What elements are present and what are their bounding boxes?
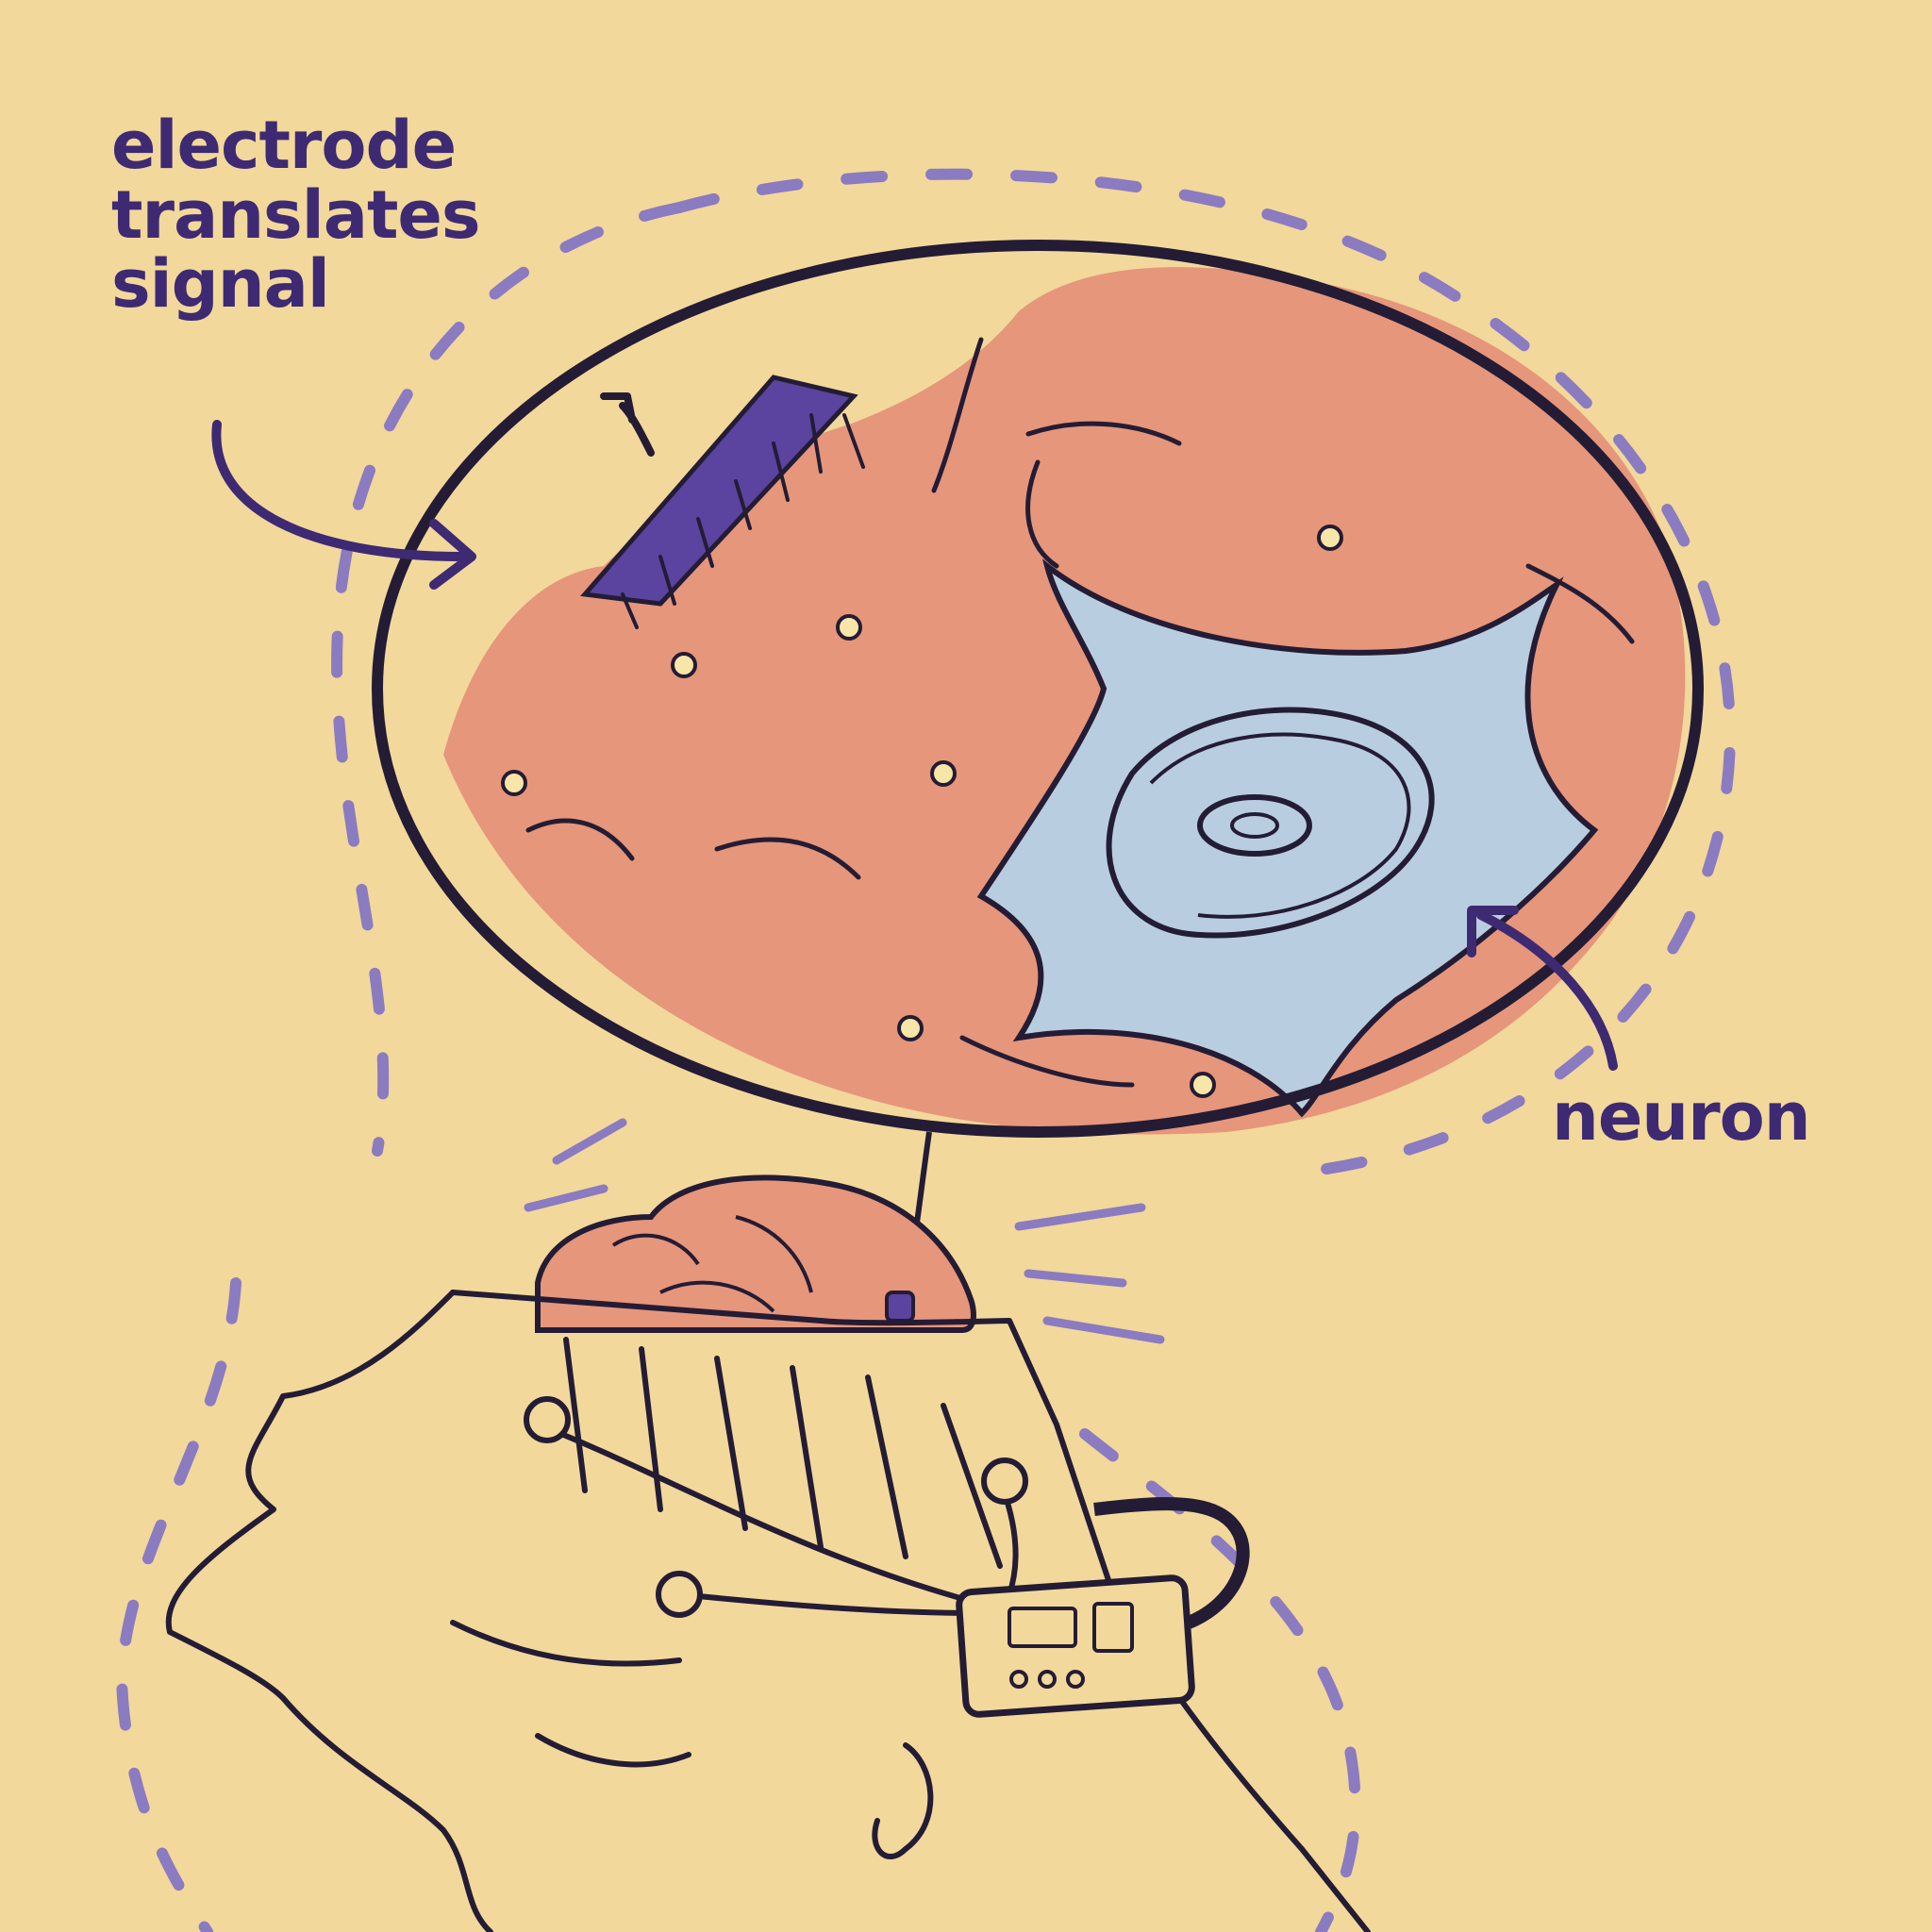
- electrode-pins: [621, 413, 865, 629]
- tissue-folds: [525, 337, 1635, 1088]
- pore: [897, 1015, 924, 1041]
- pore: [1190, 1072, 1216, 1098]
- motion-lines: [524, 1118, 1165, 1344]
- magnifier-frame: [372, 240, 1704, 1138]
- brain-folds: [611, 1215, 813, 1313]
- electrode-label-line: signal: [111, 245, 330, 323]
- eyebrow: [450, 1620, 682, 1667]
- electrode-implant: [580, 375, 865, 629]
- neuron-nucleus: [1197, 794, 1312, 857]
- brain: [535, 1174, 976, 1333]
- sensor-node: [981, 1457, 1028, 1505]
- face-profile: [280, 1695, 493, 1932]
- signal-arrow-icon: [600, 392, 655, 457]
- neuron-nucleolus: [1230, 812, 1279, 839]
- electrode-label-line: translates: [111, 175, 481, 254]
- pore: [501, 770, 527, 796]
- implant-chip: [885, 1291, 915, 1323]
- hair-left: [165, 1290, 456, 1701]
- headband-cable: [536, 1422, 1019, 1616]
- sensor-node: [656, 1571, 703, 1618]
- neuron-membrane-inner: [1149, 732, 1411, 919]
- pore: [836, 614, 862, 641]
- device-details: [1008, 1602, 1134, 1689]
- ear: [872, 1742, 934, 1859]
- pore: [671, 652, 697, 678]
- tissue-pores: [501, 525, 1343, 1098]
- device-strap: [1093, 1497, 1250, 1629]
- neuron-label: neuron: [1552, 1078, 1811, 1156]
- sensor-node: [524, 1396, 571, 1443]
- neuron-cell: [976, 558, 1599, 1118]
- magnified-tissue: [443, 267, 1686, 1135]
- neuron-membrane: [1106, 707, 1435, 939]
- eye-closed: [535, 1733, 691, 1768]
- pore: [930, 760, 957, 787]
- pore: [1317, 525, 1343, 551]
- curved-arrow-icon: [211, 420, 476, 590]
- electrode-label-line: electrode: [111, 107, 457, 184]
- headband-device: [524, 1396, 1250, 1718]
- neuron-arrow-icon: [1467, 906, 1618, 1071]
- electrode-label: electrode translates signal: [111, 107, 481, 323]
